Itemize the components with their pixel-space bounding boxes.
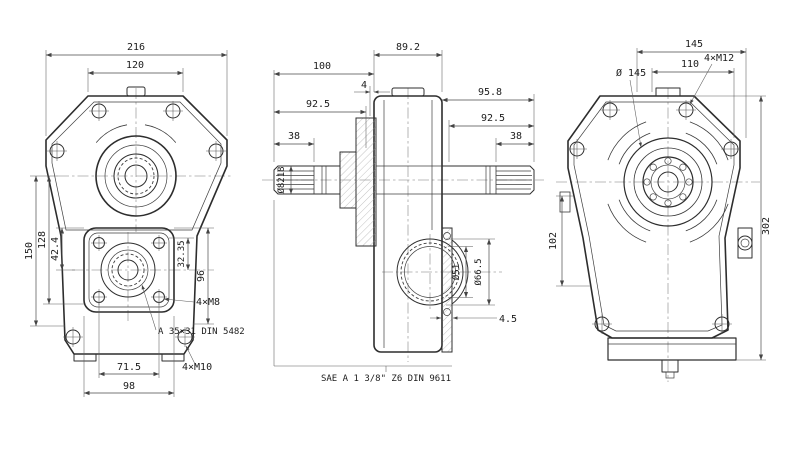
rear-dimensions: 145 110 4×M12 Ø 145 102 302 [548,39,772,361]
label-rear-bore-dia: Ø 145 [616,67,646,79]
dim-side-gear-inner-dia: Ø51 [451,264,462,280]
gear-section [396,238,464,306]
dim-rear-top-width-inner: 110 [681,59,699,70]
rear-bearing-bore [623,137,713,227]
side-dimensions: 89.2 100 4 92.5 95.8 92.5 38 38 [273,42,535,384]
output-shaft-spline [100,242,156,298]
output-flange [83,227,175,313]
dim-front-flange-height: 96 [196,270,207,282]
front-housing [45,86,228,362]
front-mounting-bolts [46,100,227,348]
label-side-sae-spec: SAE A 1 3/8" Z6 DIN 9611 [321,374,451,384]
side-view: 89.2 100 4 92.5 95.8 92.5 38 38 [262,42,544,384]
side-housing [339,87,469,353]
input-shaft-bore [95,135,177,217]
pto-input-shaft [273,165,341,195]
dim-side-cover-thickness: 4.5 [499,314,517,325]
pto-output-shaft [441,165,535,195]
dim-side-left-span: 92.5 [306,99,330,110]
dim-side-shaft-length: 100 [313,61,331,72]
label-front-spline-spec: A 35×31 DIN 5482 [158,327,245,337]
dim-front-bottom-width: 98 [123,381,135,392]
dim-side-shaft-dia: Ø8218 [276,166,287,193]
dim-rear-overall-height: 302 [761,217,772,235]
dim-side-gear-outer-dia: Ø66.5 [473,258,484,285]
dim-front-offset-lower: 32.35 [177,240,187,267]
dim-side-body-width: 89.2 [396,42,420,53]
bearing-hub [339,151,357,209]
dim-side-right-span: 92.5 [481,113,505,124]
label-front-bolts-m10: 4×M10 [182,362,212,373]
dim-front-height-upper: 42.4 [50,237,61,261]
dim-rear-lower-height: 102 [548,232,559,250]
dim-front-bolt-spacing: 71.5 [117,362,141,373]
dim-side-gap: 4 [361,80,367,91]
label-rear-bolts-m12: 4×M12 [704,53,734,64]
front-view: 216 120 150 128 42.4 32.35 96 4×M8 [24,42,245,397]
dim-side-spline-right: 38 [510,131,522,142]
dim-front-overall-width: 216 [127,42,145,53]
side-cover [441,227,453,353]
label-front-bolts-m8: 4×M8 [196,297,220,308]
dim-front-height-total: 150 [24,242,35,260]
rear-casting-slots [607,121,729,243]
dim-side-spline-left: 38 [288,131,300,142]
dim-front-top-width: 120 [126,60,144,71]
rear-view: 145 110 4×M12 Ø 145 102 302 [548,39,772,382]
dim-side-right-total: 95.8 [478,87,502,98]
rear-housing [559,87,753,379]
front-dimensions: 216 120 150 128 42.4 32.35 96 4×M8 [24,42,245,397]
dim-front-height-mid: 128 [37,231,48,249]
dim-rear-top-width: 145 [685,39,703,50]
